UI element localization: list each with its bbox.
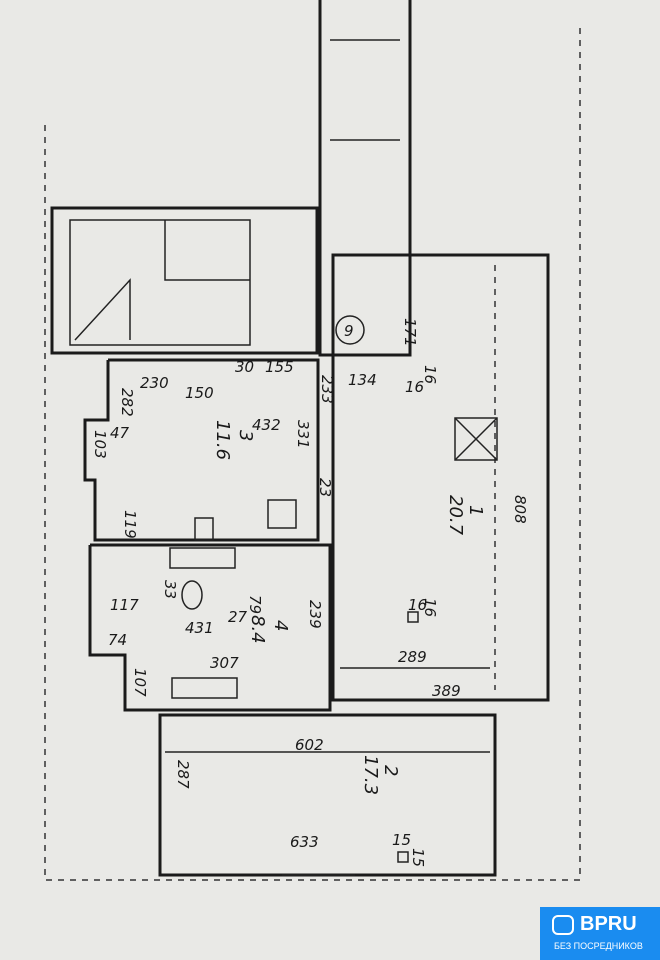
room-3-number: 3 [235,430,256,441]
dim-label: 33 [161,580,179,599]
stair-steps [164,220,250,281]
counter [171,677,238,699]
marker-label: 9 [344,322,354,340]
dim-label: 16 [421,365,439,384]
sink-icon [194,517,214,541]
toilet-icon [181,580,203,610]
stove-icon [267,499,297,529]
dim-label: 30 [235,358,254,376]
room-3-area: 11.6 [212,420,233,460]
vent-icon [454,417,498,461]
dim-label: 289 [398,648,427,666]
key-people-icon [552,915,574,935]
logo-tagline: БЕЗ ПОСРЕДНИКОВ [554,941,643,951]
dim-label: 602 [295,736,324,754]
dim-label: 16 [405,378,424,396]
dim-label: 389 [432,682,461,700]
room-4-number: 4 [270,620,291,631]
room-1-area: 20.7 [445,495,466,536]
dim-label: 233 [318,375,336,404]
corridor [318,0,412,357]
dim-label: 16 [421,598,439,617]
stair-steps [74,278,131,341]
dim-label: 287 [174,760,192,789]
dim-label: 15 [409,848,427,867]
boundary-line [44,25,581,881]
dim-label: 23 [316,478,334,497]
room-4 [88,543,332,712]
room-2 [158,713,497,877]
room-3 [83,358,320,542]
column-icon [397,851,409,863]
logo-brand: BPRU [580,913,637,935]
dim-label: 16 [408,596,427,614]
dim-label: 27 [228,608,248,626]
dim-label: 239 [306,600,324,629]
dim-label: 117 [110,596,139,614]
dim-label: 74 [108,631,127,649]
dim-label: 171 [401,318,419,347]
dim-label: 134 [348,371,377,389]
dim-label: 15 [392,831,411,849]
dim-label: 107 [131,668,149,697]
dim-label: 103 [91,430,109,459]
marker-circle [335,315,365,345]
bpru-logo[interactable]: BPRU БЕЗ ПОСРЕДНИКОВ [540,907,660,960]
column-icon [407,611,419,623]
room-2-number: 2 [380,765,401,776]
room-4-area: 8.4 [247,615,268,644]
dim-label: 47 [110,424,130,442]
dim-label: 119 [121,510,139,539]
dim-label: 432 [252,416,281,434]
dim-label: 79 [246,595,264,614]
bathtub [169,547,236,569]
room-1-number: 1 [465,505,486,516]
dim-label: 808 [511,495,529,524]
dim-label: 331 [294,420,312,449]
dim-label: 155 [265,358,294,376]
stair-block [50,206,319,355]
dim-label: 150 [185,384,214,402]
dim-label: 431 [185,619,214,637]
room-1 [331,253,550,702]
dim-label: 633 [290,833,319,851]
room-2-area: 17.3 [360,755,381,795]
staircase [69,219,251,346]
dim-label: 307 [210,654,239,672]
dim-label: 230 [140,374,169,392]
dim-label: 282 [118,388,136,417]
